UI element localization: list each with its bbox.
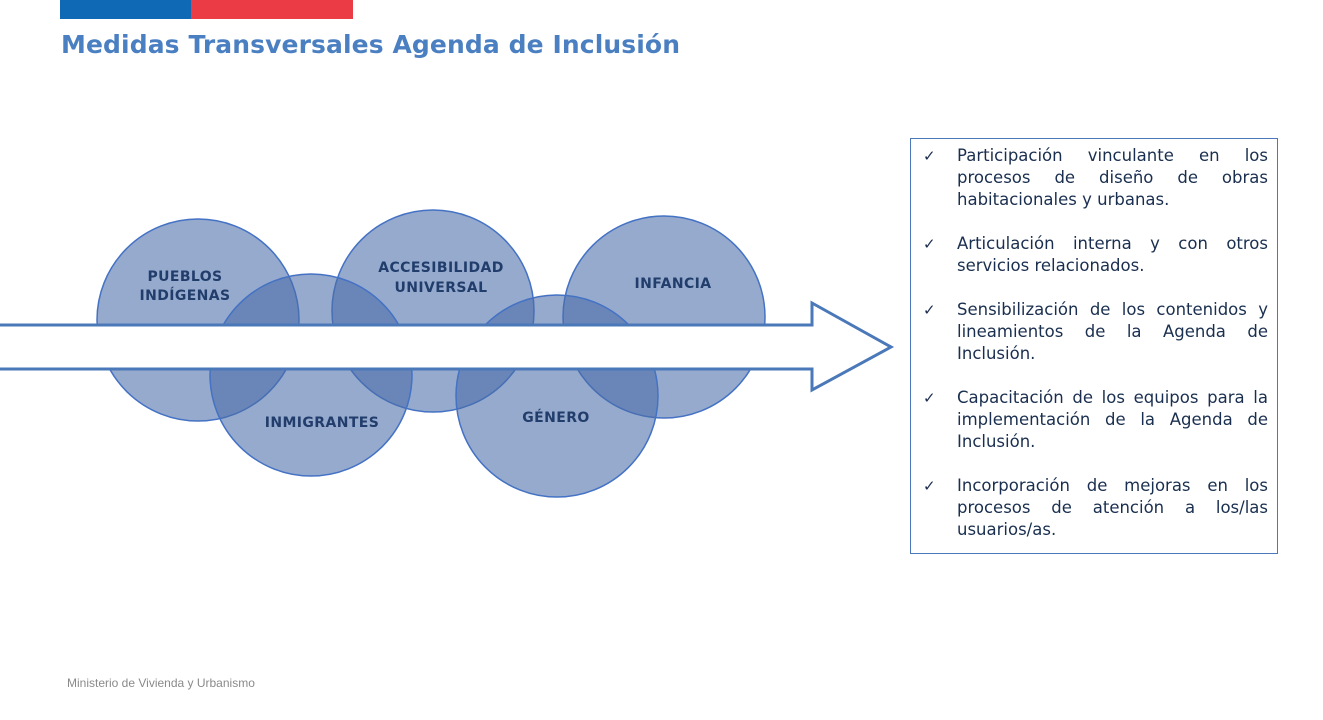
circle-inmigrantes bbox=[209, 273, 413, 477]
page-title: Medidas Transversales Agenda de Inclusió… bbox=[61, 30, 681, 59]
measure-item: ✓ Participación vinculante en los proces… bbox=[923, 145, 1268, 211]
measure-text: Participación vinculante en los procesos… bbox=[957, 146, 1268, 209]
measure-item: ✓ Sensibilización de los contenidos y li… bbox=[923, 299, 1268, 365]
label-genero: GÉNERO bbox=[522, 409, 589, 426]
measures-box: ✓ Participación vinculante en los proces… bbox=[910, 138, 1278, 554]
measure-item: ✓ Incorporación de mejoras en los proces… bbox=[923, 475, 1268, 541]
footer-ministry: Ministerio de Vivienda y Urbanismo bbox=[67, 676, 255, 690]
label-accesibilidad-line2: UNIVERSAL bbox=[395, 280, 488, 296]
measures-list: ✓ Participación vinculante en los proces… bbox=[923, 145, 1268, 541]
flag-red-bar bbox=[191, 0, 353, 19]
measure-item: ✓ Articulación interna y con otros servi… bbox=[923, 233, 1268, 277]
label-accesibilidad-line1: ACCESIBILIDAD bbox=[378, 260, 504, 276]
label-inmigrantes: INMIGRANTES bbox=[265, 415, 380, 431]
measure-text: Capacitación de los equipos para la impl… bbox=[957, 388, 1268, 451]
label-pueblos-line1: PUEBLOS bbox=[147, 269, 222, 285]
inclusion-diagram: PUEBLOS INDÍGENAS ACCESIBILIDAD UNIVERSA… bbox=[0, 209, 895, 498]
direction-arrow bbox=[0, 300, 895, 393]
measure-text: Sensibilización de los contenidos y line… bbox=[957, 300, 1268, 363]
label-infancia: INFANCIA bbox=[635, 276, 712, 292]
measure-text: Incorporación de mejoras en los procesos… bbox=[957, 476, 1268, 539]
label-pueblos-line2: INDÍGENAS bbox=[139, 287, 230, 304]
measure-item: ✓ Capacitación de los equipos para la im… bbox=[923, 387, 1268, 453]
check-icon: ✓ bbox=[923, 147, 936, 165]
flag-blue-bar bbox=[60, 0, 191, 19]
check-icon: ✓ bbox=[923, 301, 936, 319]
check-icon: ✓ bbox=[923, 235, 936, 253]
check-icon: ✓ bbox=[923, 477, 936, 495]
check-icon: ✓ bbox=[923, 389, 936, 407]
measure-text: Articulación interna y con otros servici… bbox=[957, 234, 1268, 275]
